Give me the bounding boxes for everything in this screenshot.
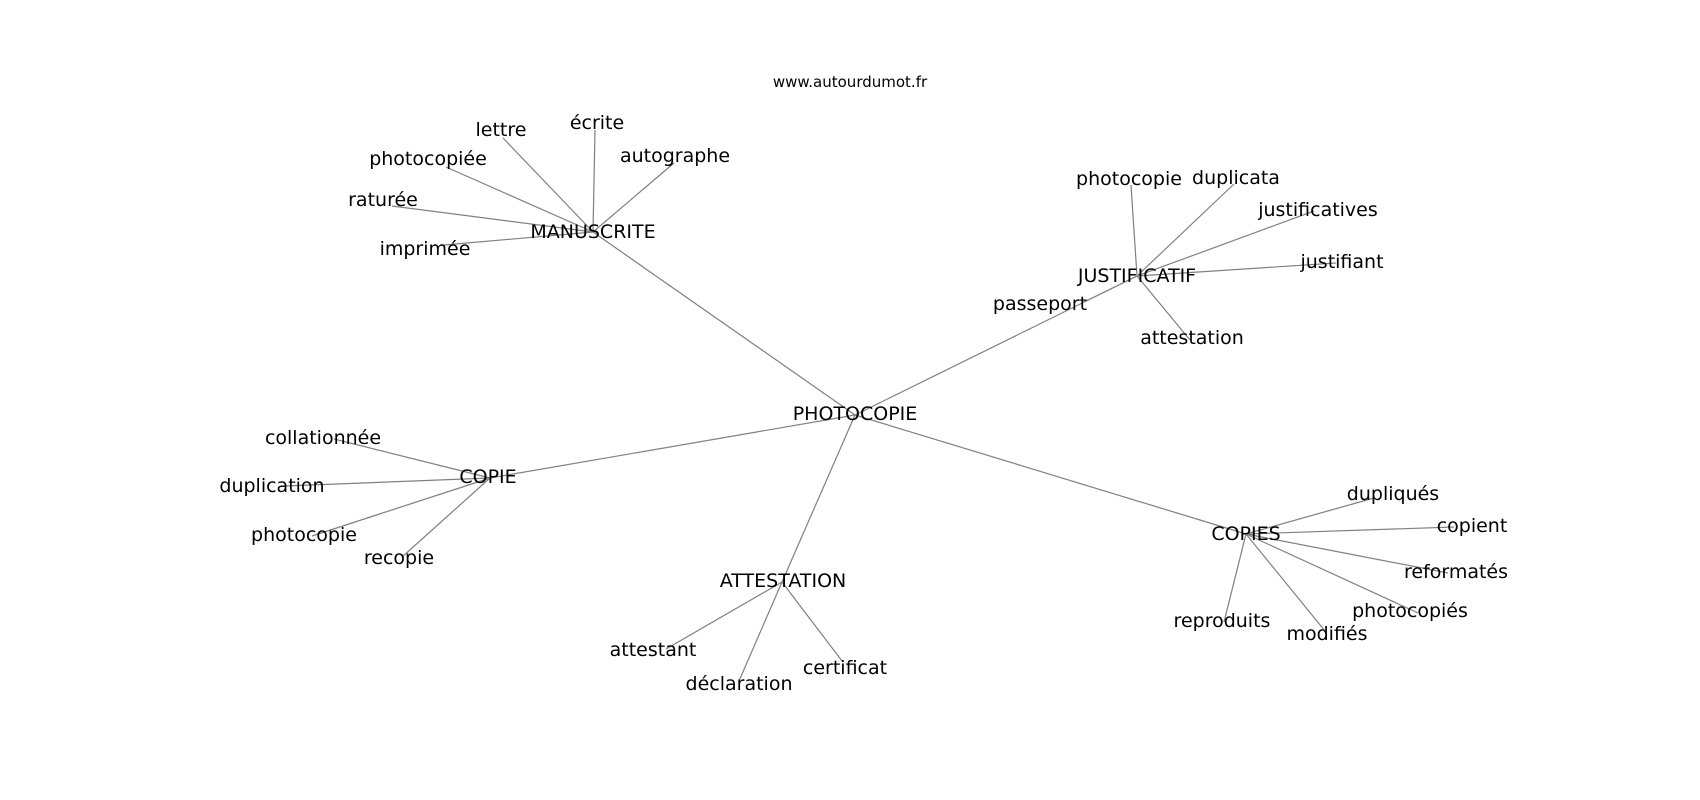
- edge-copie-leaf-0: [333, 438, 491, 479]
- edge-copies-leaf-4: [1245, 533, 1326, 632]
- edge-justificatif-leaf-0: [1130, 184, 1138, 277]
- hub-node-copie: COPIE: [459, 466, 516, 488]
- leaf-node: attestation: [1140, 327, 1244, 349]
- leaf-node: imprimée: [380, 238, 471, 260]
- leaf-node: photocopiée: [369, 148, 487, 170]
- hub-node-justificatif: JUSTIFICATIF: [1077, 265, 1196, 287]
- leaf-node: passeport: [993, 293, 1087, 315]
- leaf-node: certificat: [803, 657, 887, 679]
- edge-justificatif-leaf-3: [1136, 262, 1337, 277]
- edge-manuscrite-leaf-0: [502, 137, 594, 233]
- edge-copies-leaf-0: [1245, 497, 1375, 535]
- graph-edges: [284, 129, 1455, 682]
- edge-copies-leaf-3: [1245, 533, 1419, 614]
- leaf-node: reproduits: [1174, 610, 1271, 632]
- edge-copies-leaf-1: [1245, 526, 1455, 535]
- leaf-node: déclaration: [686, 673, 793, 695]
- leaf-node: recopie: [364, 547, 434, 569]
- leaf-node: autographe: [620, 145, 730, 167]
- leaf-node: duplication: [219, 475, 324, 497]
- edge-attestation-leaf-0: [665, 581, 783, 650]
- leaf-node: collationnée: [265, 427, 381, 449]
- edge-manuscrite-leaf-4: [391, 205, 594, 233]
- leaf-node: dupliqués: [1347, 483, 1439, 505]
- edge-copie-leaf-3: [401, 477, 491, 558]
- leaf-node: écrite: [570, 112, 624, 134]
- edge-manuscrite-leaf-1: [592, 129, 596, 233]
- leaf-node: attestant: [610, 639, 697, 661]
- leaf-node: justificatives: [1257, 199, 1378, 221]
- leaf-node: photocopie: [1076, 168, 1182, 190]
- edge-justificatif-leaf-4: [1081, 275, 1138, 304]
- leaf-node: justifiant: [1299, 251, 1383, 273]
- edge-manuscrite-leaf-5: [443, 231, 594, 246]
- edge-center-manuscrite: [592, 231, 856, 416]
- edge-manuscrite-leaf-2: [592, 162, 675, 233]
- edge-center-copie: [489, 414, 856, 479]
- edge-center-attestation: [781, 414, 856, 583]
- edge-copies-leaf-2: [1245, 533, 1449, 574]
- leaf-node: lettre: [476, 119, 527, 141]
- edge-justificatif-leaf-1: [1136, 183, 1235, 277]
- edge-attestation-leaf-1: [738, 581, 783, 682]
- edge-copies-leaf-5: [1223, 533, 1247, 623]
- leaf-node: photocopiés: [1352, 600, 1468, 622]
- edge-justificatif-leaf-5: [1136, 275, 1191, 341]
- leaf-node: duplicata: [1192, 167, 1280, 189]
- edge-copie-leaf-2: [311, 477, 491, 537]
- edge-justificatif-leaf-2: [1136, 210, 1315, 277]
- leaf-node: reformatés: [1404, 561, 1508, 583]
- leaf-node: photocopie: [251, 524, 357, 546]
- edge-manuscrite-leaf-3: [445, 166, 594, 233]
- hub-node-manuscrite: MANUSCRITE: [530, 221, 655, 243]
- leaf-node: copient: [1437, 515, 1508, 537]
- hub-node-attestation: ATTESTATION: [720, 570, 847, 592]
- edge-copie-leaf-1: [284, 477, 491, 487]
- edge-attestation-leaf-2: [781, 581, 843, 662]
- site-url: www.autourdumot.fr: [773, 73, 928, 91]
- leaf-node: modifiés: [1286, 623, 1367, 645]
- graph-labels: www.autourdumot.fr lettre écrite autograph…: [219, 73, 1508, 695]
- hub-node-copies: COPIES: [1211, 523, 1280, 545]
- center-node: PHOTOCOPIE: [793, 403, 918, 425]
- edge-center-copies: [854, 414, 1247, 535]
- leaf-node: raturée: [348, 189, 418, 211]
